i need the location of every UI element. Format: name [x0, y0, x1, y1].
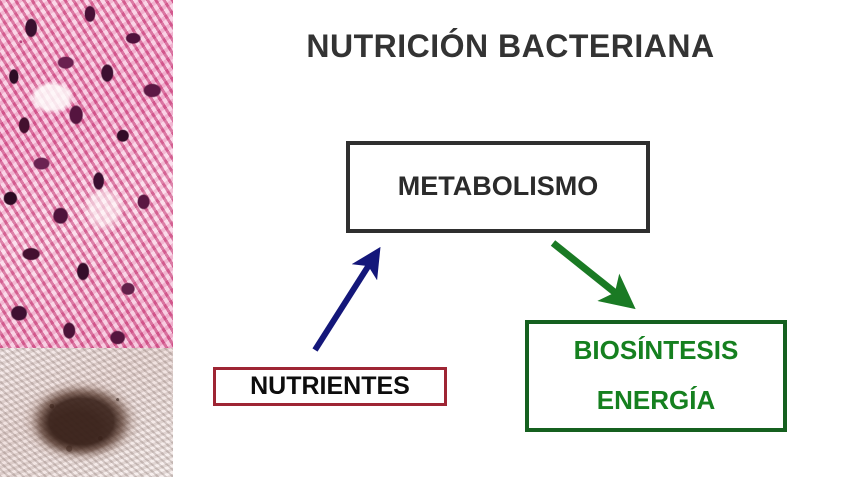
histology-micrograph-image — [0, 0, 173, 348]
box-metabolismo: METABOLISMO — [346, 141, 650, 233]
box-biosintesis-energia: BIOSÍNTESIS ENERGÍA — [525, 320, 787, 432]
box-energia-label: ENERGÍA — [596, 385, 716, 415]
page-title: NUTRICIÓN BACTERIANA — [306, 28, 715, 64]
box-nutrientes: NUTRIENTES — [213, 367, 447, 406]
arrow-metabolismo-to-biosintesis — [550, 240, 636, 310]
box-nutrientes-label: NUTRIENTES — [250, 372, 410, 401]
box-biosintesis-label: BIOSÍNTESIS — [573, 335, 739, 366]
arrow-nutrientes-to-metabolismo — [312, 246, 381, 352]
image-column — [0, 0, 173, 477]
box-metabolismo-label: METABOLISMO — [397, 171, 599, 202]
electron-micrograph-image — [0, 348, 173, 477]
